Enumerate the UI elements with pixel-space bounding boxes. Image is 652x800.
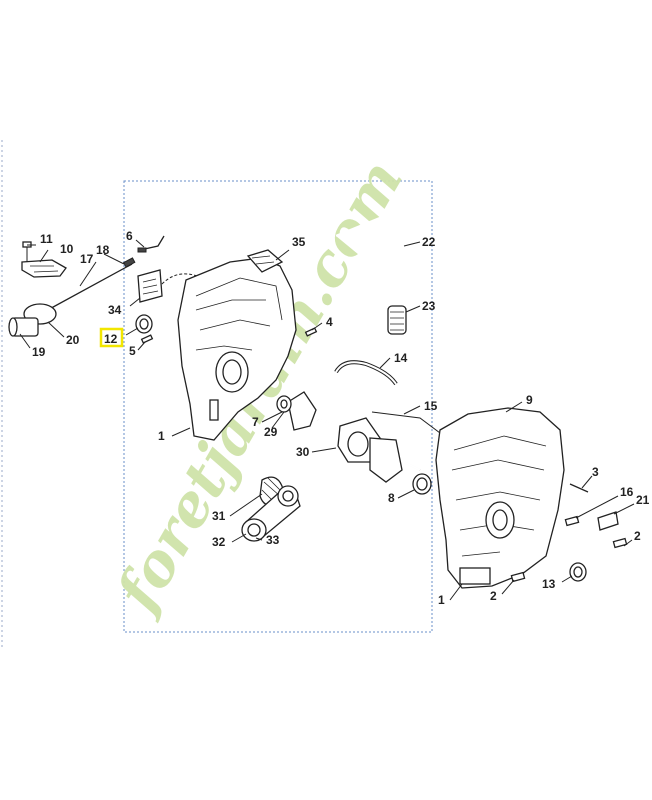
callout-31: 31 (212, 509, 226, 523)
callout-23: 23 (422, 299, 436, 313)
callout-29: 29 (264, 425, 278, 439)
callout-30: 30 (296, 445, 310, 459)
assembly-frame (123, 180, 433, 633)
callout-32: 32 (212, 535, 226, 549)
small-parts-left (125, 235, 207, 351)
connecting-rod (229, 476, 301, 543)
callout-labels: 11 10 18 17 20 19 6 34 12 5 35 1 4 22 23… (32, 229, 650, 607)
assembly-arrow (161, 273, 207, 285)
fuel-line-parts (334, 211, 461, 449)
callout-20: 20 (66, 333, 80, 347)
callout-11: 11 (40, 232, 53, 246)
callout-13: 13 (542, 577, 556, 591)
callout-2-bottom: 2 (490, 589, 497, 603)
callout-14: 14 (394, 351, 408, 365)
callout-12: 12 (104, 332, 118, 346)
callout-7: 7 (252, 415, 259, 429)
callout-15: 15 (424, 399, 438, 413)
callout-3: 3 (592, 465, 599, 479)
callout-8: 8 (388, 491, 395, 505)
callout-9: 9 (526, 393, 533, 407)
callout-1-right: 1 (438, 593, 445, 607)
callout-10: 10 (60, 242, 74, 256)
crankcase-left-half (171, 249, 323, 441)
callout-5: 5 (129, 344, 136, 358)
callout-4: 4 (326, 315, 333, 329)
callout-12-highlight (99, 327, 124, 348)
callout-33: 33 (266, 533, 280, 547)
crankcase-right-half (435, 401, 635, 601)
callout-19: 19 (32, 345, 46, 359)
callout-34: 34 (108, 303, 122, 317)
callout-6: 6 (126, 229, 133, 243)
throttle-rod-assembly (8, 241, 136, 349)
callout-21: 21 (636, 493, 650, 507)
callout-2-right: 2 (634, 529, 641, 543)
callout-16: 16 (620, 485, 634, 499)
crankshaft (311, 417, 432, 499)
callout-22: 22 (422, 235, 436, 249)
callout-18: 18 (96, 243, 110, 257)
callout-17: 17 (80, 252, 94, 266)
callout-35: 35 (292, 235, 306, 249)
callout-1-left: 1 (158, 429, 165, 443)
